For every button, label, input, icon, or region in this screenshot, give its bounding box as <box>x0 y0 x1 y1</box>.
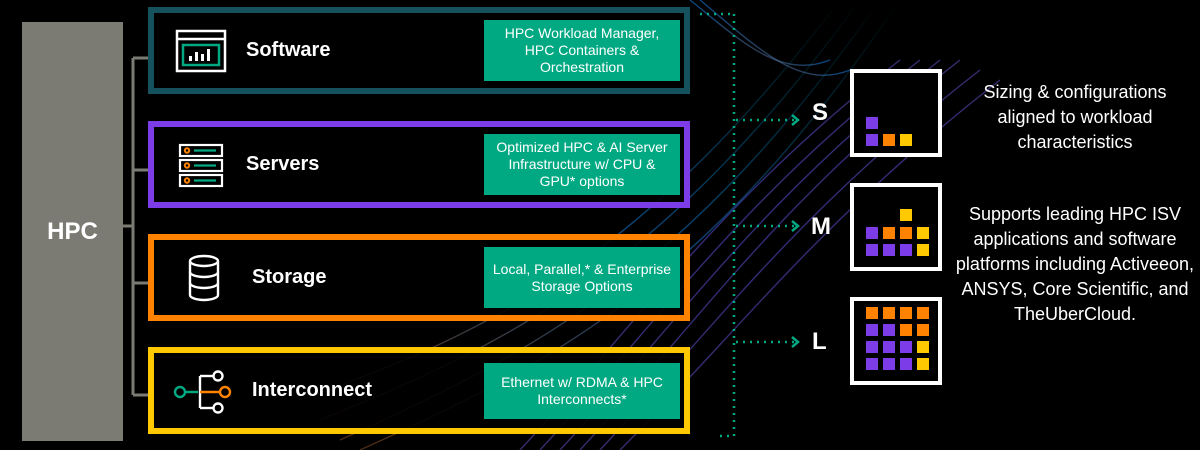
large-grid-icon <box>866 307 929 370</box>
size-connector-dotted <box>700 12 800 438</box>
layer-software: Software HPC Workload Manager, HPC Conta… <box>148 7 690 94</box>
dashboard-chart-icon <box>175 29 227 73</box>
layer-title-interconnect: Interconnect <box>252 379 373 401</box>
size-label-medium: M <box>811 213 831 240</box>
support-note: Supports leading HPC ISV applications an… <box>955 204 1195 324</box>
small-grid-icon <box>866 117 912 146</box>
medium-grid-icon <box>866 209 929 256</box>
servers-description: Optimized HPC & AI Server Infrastructure… <box>484 134 680 195</box>
layer-title-storage: Storage <box>252 266 327 288</box>
hpc-bar: HPC <box>22 22 123 441</box>
server-rack-icon <box>178 143 224 188</box>
size-box-medium <box>850 183 942 271</box>
layer-servers: Servers Optimized HPC & AI Server Infras… <box>148 121 690 208</box>
sizing-note: Sizing & configurations aligned to workl… <box>983 82 1167 152</box>
layer-title-software: Software <box>246 39 331 61</box>
size-label-small: S <box>812 99 829 126</box>
storage-description: Local, Parallel,* & Enterprise Storage O… <box>484 247 680 308</box>
interconnect-description: Ethernet w/ RDMA & HPC Interconnects* <box>484 363 680 419</box>
size-label-large: L <box>812 328 827 355</box>
database-icon <box>188 254 220 302</box>
size-box-large <box>850 297 942 385</box>
hpc-label: HPC <box>47 217 98 245</box>
hpc-connector-lines <box>120 56 150 397</box>
layer-title-servers: Servers <box>246 153 320 175</box>
software-description: HPC Workload Manager, HPC Containers & O… <box>484 20 680 81</box>
layer-interconnect: Interconnect Ethernet w/ RDMA & HPC Inte… <box>148 347 690 434</box>
size-box-small <box>850 69 942 157</box>
layer-storage: Storage Local, Parallel,* & Enterprise S… <box>148 234 690 321</box>
network-branch-icon <box>173 370 232 414</box>
